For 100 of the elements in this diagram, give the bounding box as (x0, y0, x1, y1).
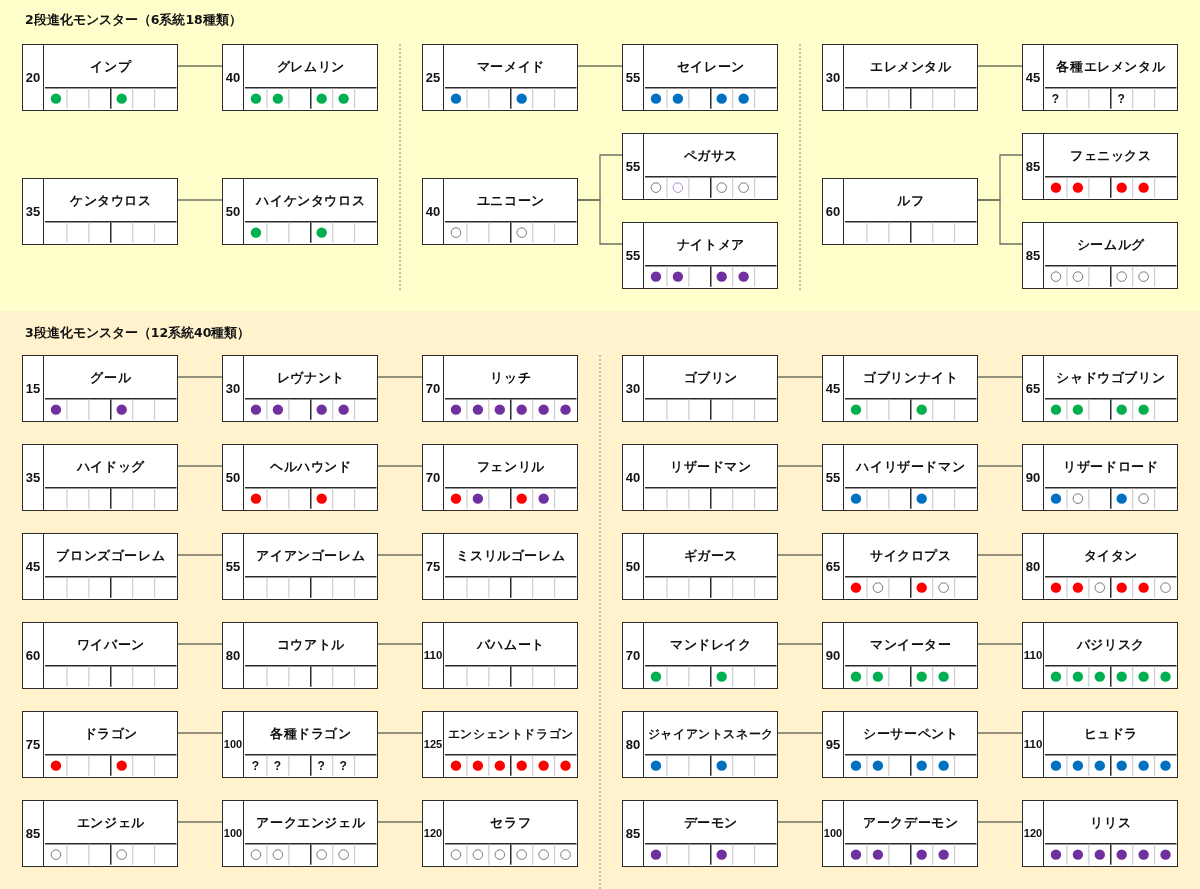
monster-card (222, 533, 378, 600)
question-mark: ? (317, 759, 325, 773)
level-number: 75 (25, 737, 41, 752)
monster-name: ブロンズゴーレム (56, 547, 166, 564)
connector-line (777, 821, 823, 823)
connector-line (777, 643, 823, 645)
monster-card (622, 444, 778, 511)
monster-name: セラフ (490, 814, 532, 831)
monster-card (422, 355, 578, 422)
connector-line (977, 554, 1023, 556)
monster-card (822, 711, 978, 778)
connector-line (377, 554, 423, 556)
monster-name: アークデーモン (863, 814, 959, 831)
monster-card (422, 622, 578, 689)
section-panel (0, 311, 1200, 889)
monster-card (622, 355, 778, 422)
level-number: 20 (25, 70, 41, 85)
level-number: 30 (225, 381, 241, 396)
monster-name: リザードロード (1063, 458, 1159, 475)
monster-card (1022, 622, 1178, 689)
monster-name: レヴナント (276, 369, 345, 386)
level-number: 85 (1025, 248, 1041, 263)
monster-card (222, 44, 378, 111)
connector-line (977, 199, 1023, 245)
level-number: 85 (625, 826, 641, 841)
monster-name: アイアンゴーレム (256, 547, 366, 564)
level-number: 55 (625, 248, 641, 263)
monster-name: バジリスク (1076, 636, 1145, 653)
monster-name: エンジェル (76, 814, 145, 831)
level-number: 55 (825, 470, 841, 485)
monster-name: ワイバーン (76, 636, 145, 653)
monster-card (622, 222, 778, 289)
monster-card (822, 800, 978, 867)
monster-name: フェンリル (476, 458, 545, 475)
monster-name: シャドウゴブリン (1056, 369, 1166, 386)
question-mark: ? (1117, 92, 1125, 106)
section-panel (0, 0, 1200, 311)
question-mark: ? (339, 759, 347, 773)
monster-card (222, 444, 378, 511)
monster-card (222, 711, 378, 778)
connector-line (977, 821, 1023, 823)
monster-name: バハムート (476, 636, 545, 653)
level-number: 110 (1023, 737, 1043, 752)
monster-card (822, 622, 978, 689)
connector-line (177, 732, 223, 734)
monster-name: コウアトル (276, 636, 345, 653)
level-number: 65 (1025, 381, 1041, 396)
level-number: 55 (625, 159, 641, 174)
connector-line (177, 465, 223, 467)
monster-card (222, 800, 378, 867)
connector-line (977, 643, 1023, 645)
level-number: 15 (25, 381, 41, 396)
monster-name: ゴブリンナイト (863, 369, 959, 386)
monster-card (1022, 533, 1178, 600)
level-number: 120 (423, 826, 443, 841)
monster-name: フェニックス (1069, 147, 1152, 164)
level-number: 60 (825, 204, 841, 219)
monster-card (22, 355, 178, 422)
monster-card (622, 622, 778, 689)
monster-name: ゴブリン (683, 369, 738, 386)
monster-card (422, 44, 578, 111)
monster-card (622, 133, 778, 200)
level-number: 85 (25, 826, 41, 841)
monster-name: ユニコーン (476, 192, 545, 209)
level-number: 30 (625, 381, 641, 396)
monster-card (422, 800, 578, 867)
monster-name: ルフ (897, 192, 925, 209)
level-number: 50 (225, 470, 241, 485)
monster-card (822, 178, 978, 245)
monster-card (22, 178, 178, 245)
level-number: 55 (225, 559, 241, 574)
level-number: 110 (1023, 648, 1043, 663)
level-number: 45 (1025, 70, 1041, 85)
monster-name: マンドレイク (669, 636, 752, 653)
monster-card (22, 711, 178, 778)
monster-name: エンシェントドラゴン (447, 725, 574, 742)
monster-name: ギガース (683, 547, 738, 564)
level-number: 45 (825, 381, 841, 396)
monster-card (1022, 355, 1178, 422)
connector-line (177, 65, 223, 67)
level-number: 90 (1025, 470, 1041, 485)
monster-name: シーサーペント (863, 725, 959, 742)
level-number: 40 (625, 470, 641, 485)
connector-line (177, 199, 223, 201)
level-number: 50 (625, 559, 641, 574)
monster-card (222, 178, 378, 245)
monster-name: ハイケンタウロス (256, 192, 366, 209)
monster-name: ハイリザードマン (856, 458, 966, 475)
level-number: 70 (625, 648, 641, 663)
monster-name: ナイトメア (676, 236, 745, 253)
level-number: 80 (625, 737, 641, 752)
level-number: 55 (625, 70, 641, 85)
monster-name: ヘルハウンド (269, 458, 352, 475)
connector-line (177, 554, 223, 556)
question-mark: ? (251, 759, 260, 773)
level-number: 100 (223, 737, 243, 752)
level-number: 70 (425, 470, 441, 485)
monster-card (1022, 44, 1178, 111)
monster-name: リザードマン (669, 458, 752, 475)
monster-name: ペガサス (683, 147, 738, 164)
